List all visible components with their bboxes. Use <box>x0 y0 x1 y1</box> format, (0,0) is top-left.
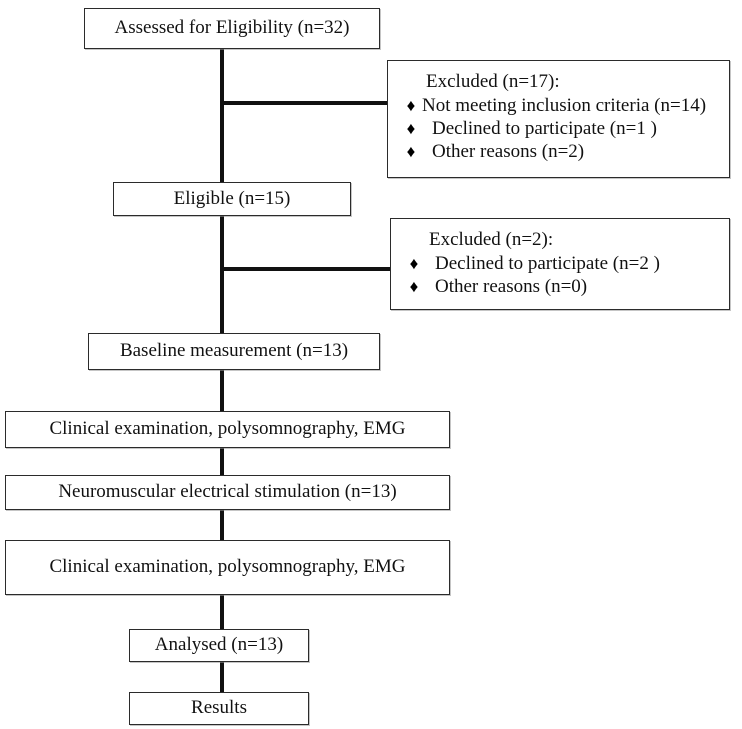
connector-exam2-to-analysed <box>220 593 224 631</box>
node-clinical-examination-2-label: Clinical examination, polysomnography, E… <box>49 556 406 578</box>
excluded-1-title: Excluded (n=17): <box>426 71 560 92</box>
node-results[interactable]: Results <box>129 692 309 725</box>
excluded-1-item-2-text: Other reasons (n=2) <box>432 141 585 162</box>
excluded-1-item-1: ♦ Declined to participate (n=1 ) <box>388 118 729 140</box>
diamond-bullet-icon: ♦ <box>409 254 419 273</box>
excluded-1-item-2: ♦ Other reasons (n=2) <box>388 141 729 163</box>
node-assessed-for-eligibility[interactable]: Assessed for Eligibility (n=32) <box>84 8 380 49</box>
excluded-1-item-0: ♦ Not meeting inclusion criteria (n=14) <box>388 95 729 117</box>
excluded-1-item-0-text: Not meeting inclusion criteria (n=14) <box>422 95 707 116</box>
diamond-bullet-icon: ♦ <box>406 119 416 138</box>
connector-branch-excluded-2 <box>220 267 392 271</box>
node-results-label: Results <box>191 697 247 719</box>
excluded-2-item-1: ♦ Other reasons (n=0) <box>391 276 729 298</box>
connector-analysed-to-results <box>220 660 224 694</box>
diamond-bullet-icon: ♦ <box>406 142 416 161</box>
excluded-1-list: ♦ Not meeting inclusion criteria (n=14) … <box>388 95 729 163</box>
node-neuromuscular-electrical-stimulation[interactable]: Neuromuscular electrical stimulation (n=… <box>5 475 450 510</box>
connector-baseline-to-exam1 <box>220 368 224 413</box>
excluded-1-item-1-text: Declined to participate (n=1 ) <box>432 118 657 139</box>
node-assessed-label: Assessed for Eligibility (n=32) <box>114 17 350 39</box>
diamond-bullet-icon: ♦ <box>409 277 419 296</box>
node-nmes-label: Neuromuscular electrical stimulation (n=… <box>58 481 397 503</box>
diamond-bullet-icon: ♦ <box>406 96 416 115</box>
connector-nmes-to-exam2 <box>220 508 224 542</box>
node-baseline-label: Baseline measurement (n=13) <box>119 340 349 362</box>
node-excluded-1[interactable]: Excluded (n=17): ♦ Not meeting inclusion… <box>387 60 730 178</box>
connector-assessed-to-eligible <box>220 46 224 184</box>
node-analysed[interactable]: Analysed (n=13) <box>129 629 309 662</box>
connector-branch-excluded-1 <box>220 101 390 105</box>
node-clinical-examination-1-label: Clinical examination, polysomnography, E… <box>49 418 406 440</box>
connector-exam1-to-nmes <box>220 446 224 477</box>
node-excluded-2[interactable]: Excluded (n=2): ♦ Declined to participat… <box>390 218 730 310</box>
excluded-2-title: Excluded (n=2): <box>429 229 554 250</box>
node-analysed-label: Analysed (n=13) <box>154 634 284 656</box>
node-clinical-examination-1[interactable]: Clinical examination, polysomnography, E… <box>5 411 450 448</box>
excluded-2-item-1-text: Other reasons (n=0) <box>435 276 588 297</box>
node-eligible[interactable]: Eligible (n=15) <box>113 182 351 216</box>
node-baseline-measurement[interactable]: Baseline measurement (n=13) <box>88 333 380 370</box>
connector-eligible-to-baseline <box>220 213 224 335</box>
excluded-2-list: ♦ Declined to participate (n=2 ) ♦ Other… <box>391 253 729 298</box>
node-clinical-examination-2[interactable]: Clinical examination, polysomnography, E… <box>5 540 450 595</box>
excluded-2-item-0-text: Declined to participate (n=2 ) <box>435 253 660 274</box>
excluded-2-item-0: ♦ Declined to participate (n=2 ) <box>391 253 729 275</box>
node-eligible-label: Eligible (n=15) <box>173 187 291 209</box>
